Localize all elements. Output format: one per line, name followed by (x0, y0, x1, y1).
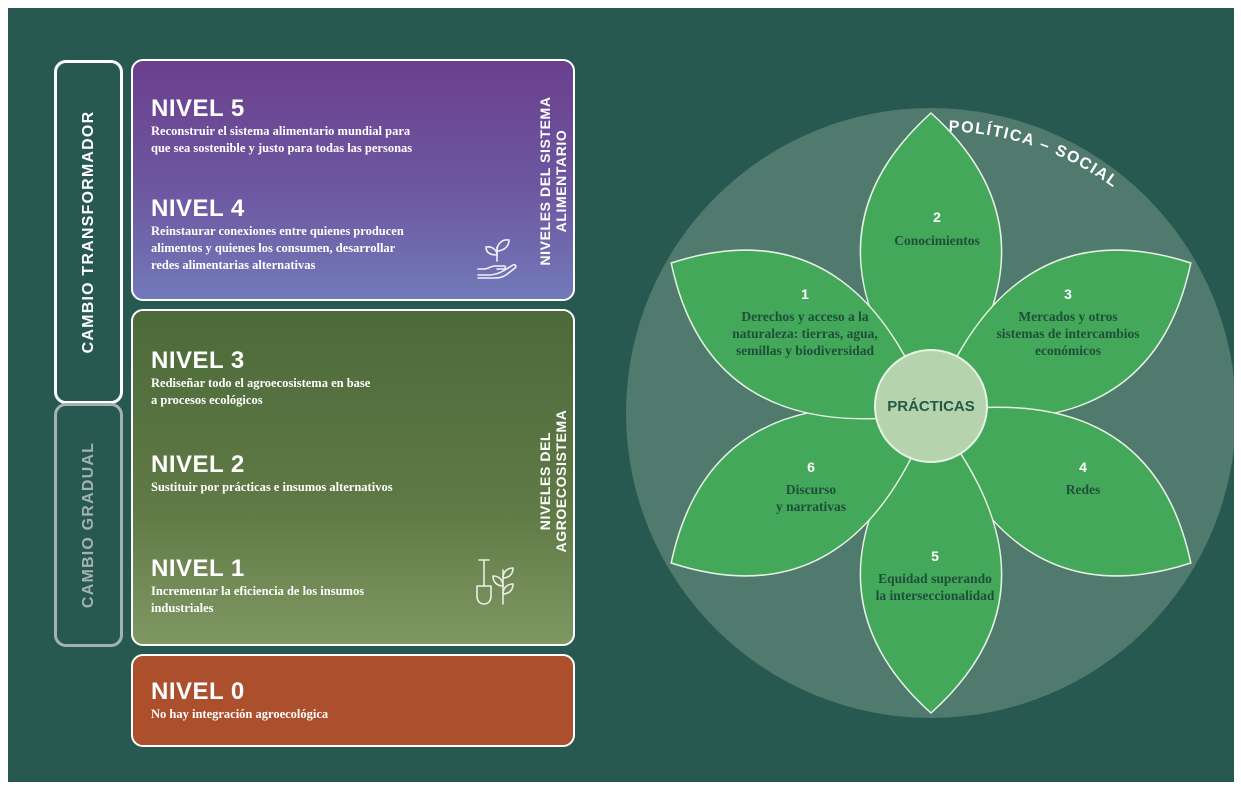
level-5-desc-line: Reconstruir el sistema alimentario mundi… (151, 124, 411, 138)
petal-1 (670, 249, 933, 420)
petal-6-number: 6 (807, 459, 815, 475)
petal-4-number: 4 (1079, 459, 1087, 475)
petal-6-label: y narrativas (776, 499, 846, 514)
petal-2-number: 2 (933, 209, 941, 225)
petal-2-label: Conocimientos (894, 233, 980, 248)
petal-4-label: Redes (1066, 482, 1101, 497)
level-0-desc-line: No hay integración agroecológica (151, 707, 329, 721)
level-1-desc-line: Incrementar la eficiencia de los insumos (151, 584, 365, 598)
petal-1-label: Derechos y acceso a la (741, 309, 868, 324)
level-5-title: NIVEL 5 (151, 95, 245, 122)
petal-5-label: Equidad superando (878, 571, 992, 586)
petal-3-number: 3 (1064, 286, 1072, 302)
cambio-transformador-tab: CAMBIO TRANSFORMADOR (54, 60, 123, 404)
level-0-title: NIVEL 0 (151, 678, 245, 705)
petal-1-label: naturaleza: tierras, agua, (732, 326, 877, 341)
level-5-desc-line: que sea sostenible y justo para todas la… (151, 141, 413, 155)
level-4-desc-line: alimentos y quienes los consumen, desarr… (151, 241, 396, 255)
level-3-desc-line: a procesos ecológicos (151, 393, 263, 407)
diagram-panel: CAMBIO TRANSFORMADOR CAMBIO GRADUAL NIVE… (8, 8, 1234, 782)
hand-plant-icon (477, 239, 517, 279)
petal-6-label: Discurso (786, 482, 836, 497)
petal-3-label: Mercados y otros (1018, 309, 1117, 324)
petals (670, 111, 1192, 715)
food-system-levels-box: NIVEL 5 Reconstruir el sistema alimentar… (131, 59, 575, 301)
level-3-desc-line: Rediseñar todo el agroecosistema en base (151, 376, 371, 390)
petal-3-label: sistemas de intercambios (997, 326, 1140, 341)
level-0: NIVEL 0 No hay integración agroecológica (151, 678, 328, 722)
level-2-desc-line: Sustituir por prácticas e insumos altern… (151, 480, 393, 494)
agroecosystem-levels-box: NIVEL 3 Rediseñar todo el agroecosistema… (131, 309, 575, 646)
cambio-gradual-tab: CAMBIO GRADUAL (54, 403, 123, 647)
petal-3-label: económicos (1035, 343, 1101, 358)
practicas-label: PRÁCTICAS (887, 398, 975, 415)
petal-5-label: la interseccionalidad (876, 588, 995, 603)
level-4: NIVEL 4 Reinstaurar conexiones entre qui… (151, 195, 404, 273)
shovel-plant-icon (476, 559, 514, 605)
level-4-desc-line: redes alimentarias alternativas (151, 258, 316, 272)
level-1: NIVEL 1 Incrementar la eficiencia de los… (151, 555, 364, 616)
practicas-center-circle (874, 349, 988, 463)
level-0-box: NIVEL 0 No hay integración agroecológica (131, 654, 575, 747)
level-4-desc-line: Reinstaurar conexiones entre quienes pro… (151, 224, 404, 238)
petal-1-label: semillas y biodiversidad (736, 343, 875, 358)
petal-5-number: 5 (931, 548, 939, 564)
level-2-title: NIVEL 2 (151, 451, 245, 478)
level-3: NIVEL 3 Rediseñar todo el agroecosistema… (151, 347, 370, 408)
level-1-desc-line: industriales (151, 601, 214, 615)
level-5: NIVEL 5 Reconstruir el sistema alimentar… (151, 95, 412, 156)
level-3-title: NIVEL 3 (151, 347, 245, 374)
petal-1-number: 1 (801, 286, 809, 302)
level-2: NIVEL 2 Sustituir por prácticas e insumo… (151, 451, 393, 495)
level-4-title: NIVEL 4 (151, 195, 245, 222)
practices-flower-diagram: POLÍTICA – SOCIAL 2 Conocimientos 1 Dere… (626, 108, 1234, 718)
level-1-title: NIVEL 1 (151, 555, 245, 582)
